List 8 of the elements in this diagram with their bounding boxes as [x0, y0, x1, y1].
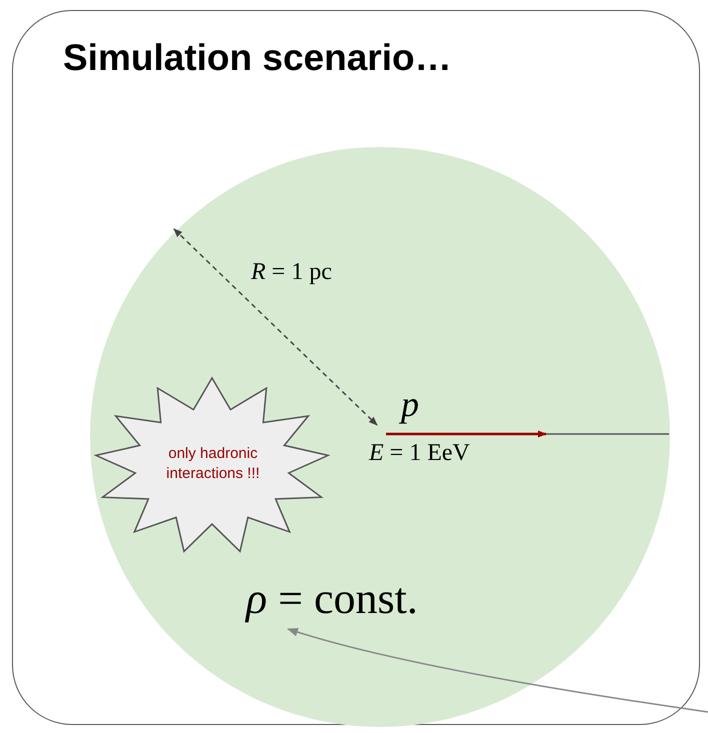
panel-title: Simulation scenario…: [63, 37, 452, 79]
rounded-panel: [12, 10, 700, 725]
burst-text: only hadronic interactions !!!: [165, 444, 261, 484]
particle-label: p: [401, 383, 419, 425]
radius-label: R = 1 pc: [251, 259, 332, 286]
energy-label: E = 1 EeV: [369, 440, 470, 467]
arrow: [286, 628, 708, 713]
formula-text: ρ = const.: [246, 571, 471, 627]
